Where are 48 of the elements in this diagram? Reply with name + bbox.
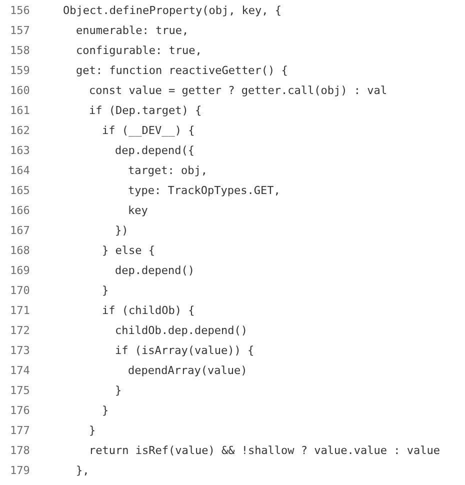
code-line: return isRef(value) && !shallow ? value.value : value <box>89 443 440 459</box>
line-number: 172 <box>10 323 31 339</box>
code-line: if (childOb) { <box>102 303 195 319</box>
line-number: 160 <box>10 83 31 99</box>
line-number: 177 <box>10 423 31 439</box>
line-number: 165 <box>10 183 31 199</box>
code-line: type: TrackOpTypes.GET, <box>128 183 280 199</box>
line-number: 159 <box>10 63 31 79</box>
code-line: }) <box>115 223 128 239</box>
code-line: target: obj, <box>128 163 208 179</box>
line-number: 169 <box>10 263 31 279</box>
code-line: } <box>102 403 109 419</box>
line-number: 173 <box>10 343 31 359</box>
code-line: } <box>102 283 109 299</box>
line-number: 176 <box>10 403 31 419</box>
line-number: 162 <box>10 123 31 139</box>
line-number: 179 <box>10 463 31 479</box>
code-line: configurable: true, <box>76 43 202 59</box>
line-number: 171 <box>10 303 31 319</box>
code-line: dep.depend({ <box>115 143 194 159</box>
code-line: enumerable: true, <box>76 23 189 39</box>
code-line: Object.defineProperty(obj, key, { <box>63 3 282 19</box>
line-number: 164 <box>10 163 31 179</box>
line-number: 178 <box>10 443 31 459</box>
line-number: 170 <box>10 283 31 299</box>
code-line: key <box>128 203 148 219</box>
line-number: 168 <box>10 243 31 259</box>
line-number: 156 <box>10 3 31 19</box>
line-number: 163 <box>10 143 31 159</box>
code-line: if (isArray(value)) { <box>115 343 254 359</box>
line-number: 158 <box>10 43 31 59</box>
line-number: 161 <box>10 103 31 119</box>
code-line: childOb.dep.depend() <box>115 323 248 339</box>
code-line: const value = getter ? getter.call(obj) : val <box>89 83 388 99</box>
code-line: get: function reactiveGetter() { <box>76 63 288 79</box>
code-line: }, <box>76 463 90 479</box>
line-number: 167 <box>10 223 31 239</box>
line-number: 166 <box>10 203 31 219</box>
code-line: if (__DEV__) { <box>102 123 195 139</box>
code-line: if (Dep.target) { <box>89 103 202 119</box>
code-line: } <box>89 423 96 439</box>
line-number: 157 <box>10 23 31 39</box>
line-number: 175 <box>10 383 31 399</box>
line-number: 174 <box>10 363 31 379</box>
code-line: dep.depend() <box>115 263 194 279</box>
code-line: } <box>115 383 122 399</box>
code-line: dependArray(value) <box>128 363 248 379</box>
code-line: } else { <box>102 243 155 259</box>
